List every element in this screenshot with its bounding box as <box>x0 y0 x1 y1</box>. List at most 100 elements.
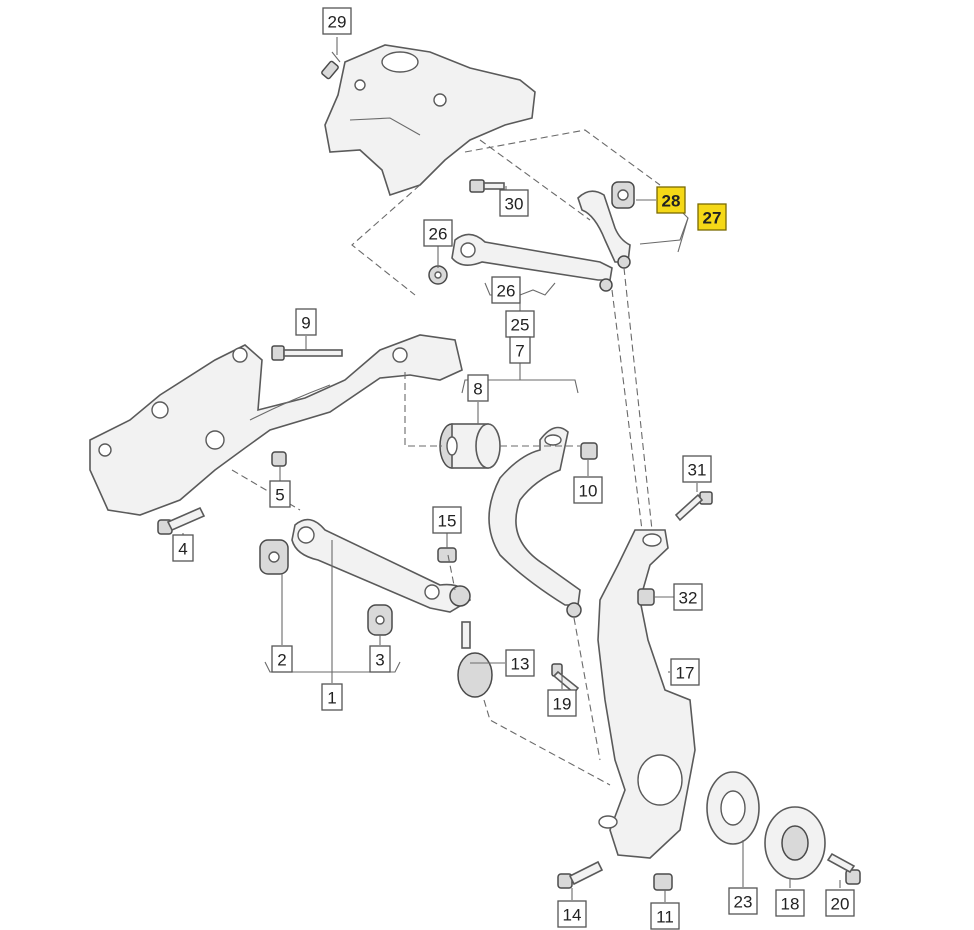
callout-box <box>321 683 343 711</box>
callout-label: 3 <box>375 651 384 670</box>
bolt-19 <box>551 663 580 695</box>
callout-28: 28 <box>656 186 686 214</box>
callout-box <box>172 534 194 562</box>
callout-5: 5 <box>269 480 291 508</box>
callout-box <box>505 310 535 338</box>
bolt-14 <box>557 860 604 889</box>
callout-label: 25 <box>511 316 530 335</box>
nut-5 <box>271 451 287 467</box>
callout-label: 10 <box>579 482 598 501</box>
callout-box <box>509 336 531 364</box>
callout-15: 15 <box>432 506 462 534</box>
bolt-31 <box>674 491 713 522</box>
callout-box <box>491 276 521 304</box>
bushing-2 <box>259 539 289 575</box>
callout-label: 9 <box>301 314 310 333</box>
callout-label: 8 <box>473 380 482 399</box>
callout-box <box>775 889 805 917</box>
callout-label: 15 <box>438 512 457 531</box>
assembly-lines <box>231 129 661 786</box>
callout-box <box>271 645 293 673</box>
callout-label: 19 <box>553 695 572 714</box>
callout-box <box>467 374 489 402</box>
callout-box <box>728 887 758 915</box>
callout-13: 13 <box>505 649 535 677</box>
callout-box <box>697 203 727 231</box>
callout-label: 17 <box>676 664 695 683</box>
callout-31: 31 <box>682 455 712 483</box>
callout-1: 1 <box>321 683 343 711</box>
bushing-3 <box>367 604 393 636</box>
ball-joint-13 <box>457 621 493 698</box>
callout-label: 28 <box>662 192 681 211</box>
callout-11: 11 <box>650 902 680 930</box>
callout-box <box>656 186 686 214</box>
nut-15 <box>437 547 457 563</box>
callout-7: 7 <box>509 336 531 364</box>
callout-20: 20 <box>825 889 855 917</box>
callout-18: 18 <box>775 889 805 917</box>
callout-9: 9 <box>295 308 317 336</box>
callout-label: 2 <box>277 651 286 670</box>
callout-3: 3 <box>369 645 391 673</box>
nut-32 <box>637 588 655 606</box>
upper-link-27 <box>577 181 635 269</box>
callout-14: 14 <box>557 900 587 928</box>
bolt-9 <box>271 345 343 361</box>
callout-23: 23 <box>728 887 758 915</box>
callout-box <box>505 649 535 677</box>
callout-32: 32 <box>673 583 703 611</box>
callout-29: 29 <box>322 7 352 35</box>
callout-17: 17 <box>670 658 700 686</box>
lower-arm-1 <box>291 518 471 613</box>
callout-label: 7 <box>515 342 524 361</box>
callout-label: 26 <box>497 282 516 301</box>
callout-label: 13 <box>511 655 530 674</box>
wheel-bearing-23 <box>706 771 760 845</box>
callout-box <box>670 658 700 686</box>
callout-label: 29 <box>328 13 347 32</box>
callout-box <box>295 308 317 336</box>
callout-26: 26 <box>491 276 521 304</box>
upper-mount-bracket <box>324 44 536 197</box>
bolt-29 <box>321 51 341 80</box>
callout-label: 20 <box>831 895 850 914</box>
callout-box <box>557 900 587 928</box>
callout-2: 2 <box>271 645 293 673</box>
callout-box <box>682 455 712 483</box>
callout-label: 5 <box>275 486 284 505</box>
bushing-8 <box>439 423 501 469</box>
callout-box <box>825 889 855 917</box>
bolt-20 <box>826 852 861 885</box>
subframe <box>89 334 463 516</box>
leader-lines <box>182 37 841 902</box>
callout-30: 30 <box>499 189 529 217</box>
callout-box <box>322 7 352 35</box>
callout-26: 26 <box>423 219 453 247</box>
callout-label: 27 <box>703 209 722 228</box>
callout-box <box>650 902 680 930</box>
callout-label: 32 <box>679 589 698 608</box>
callout-box <box>269 480 291 508</box>
callout-25: 25 <box>505 310 535 338</box>
bolt-30 <box>469 179 505 193</box>
callout-label: 18 <box>781 895 800 914</box>
callout-box <box>369 645 391 673</box>
callout-label: 26 <box>429 225 448 244</box>
callout-box <box>432 506 462 534</box>
callout-label: 1 <box>327 689 336 708</box>
callout-label: 31 <box>688 461 707 480</box>
callout-label: 4 <box>178 540 187 559</box>
callout-label: 30 <box>505 195 524 214</box>
bolt-4 <box>157 506 206 535</box>
callout-box <box>573 476 603 504</box>
nut-10 <box>580 442 598 460</box>
callout-19: 19 <box>547 689 577 717</box>
lower-arm-7 <box>488 426 582 618</box>
callout-10: 10 <box>573 476 603 504</box>
callout-box <box>547 689 577 717</box>
callout-box <box>423 219 453 247</box>
